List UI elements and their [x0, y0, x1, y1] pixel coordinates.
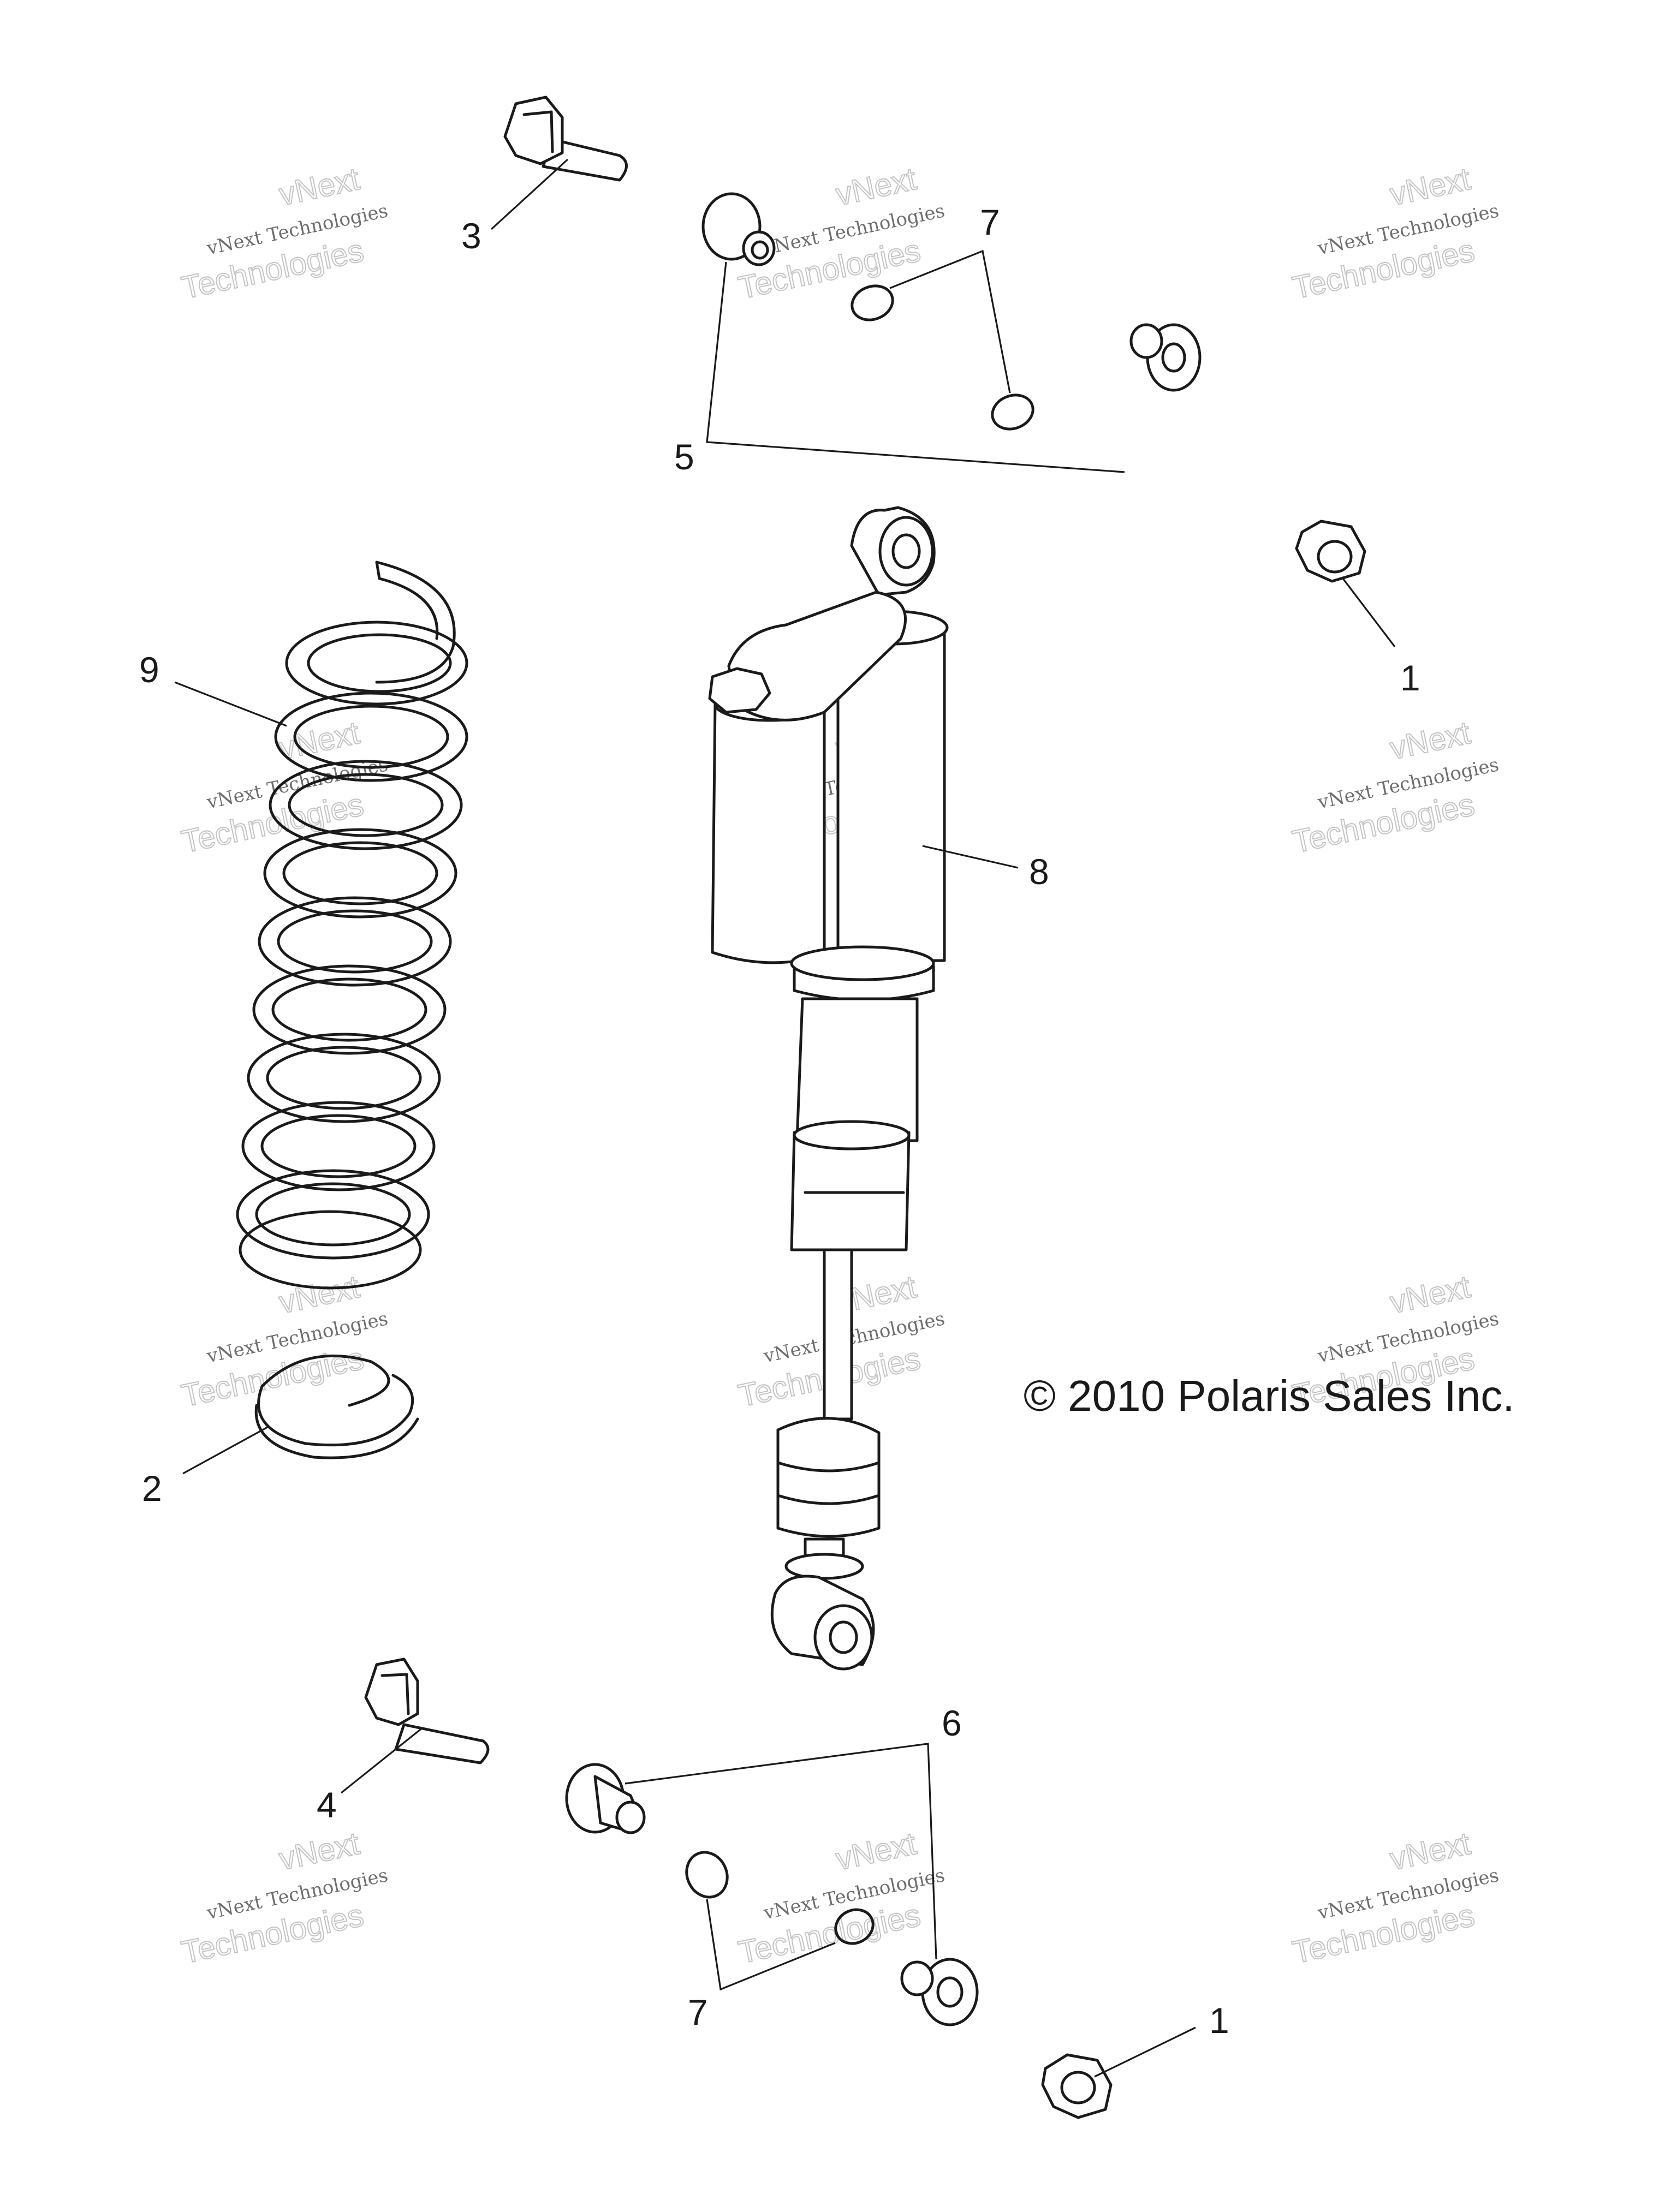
leader-9 — [174, 681, 287, 727]
callout-8: 8 — [1029, 851, 1049, 892]
nut-upper — [1295, 520, 1366, 583]
callout-3: 3 — [461, 216, 481, 256]
callout-1-bottom: 1 — [1209, 2000, 1229, 2041]
watermark: vNext vNext Technologies Technologies — [178, 160, 390, 306]
leader-1-top — [1342, 578, 1396, 647]
leader-4 — [341, 1726, 424, 1794]
svg-text:vNext: vNext — [832, 161, 919, 212]
callout-9: 9 — [139, 649, 159, 690]
callout-2: 2 — [142, 1468, 162, 1509]
bushing-lower-left — [565, 1763, 646, 1834]
washer-upper-1 — [851, 284, 894, 321]
svg-text:vNext: vNext — [1387, 1826, 1473, 1877]
leader-5 — [706, 261, 1125, 473]
bushing-upper-left — [701, 192, 776, 266]
svg-text:vNext: vNext — [276, 1269, 362, 1320]
watermark: vNext vNext Technologies Technologies — [1289, 160, 1501, 306]
leader-8 — [922, 845, 1019, 869]
shock-absorber — [708, 506, 949, 1671]
washer-lower-2 — [834, 1908, 875, 1945]
callout-7-bottom: 7 — [688, 1992, 708, 2032]
callout-5: 5 — [674, 437, 694, 477]
leader-7-top — [889, 249, 1011, 393]
svg-text:vNext: vNext — [276, 1826, 362, 1877]
bushing-lower-right — [900, 1958, 979, 2026]
callout-4: 4 — [317, 1785, 337, 1825]
coil-spring — [236, 561, 468, 1290]
leader-1-bottom — [1094, 2026, 1196, 2078]
bushing-upper-right — [1129, 323, 1202, 392]
bolt-lower — [364, 1657, 490, 1764]
svg-text:vNext: vNext — [832, 1826, 919, 1877]
callout-1-top: 1 — [1400, 658, 1420, 698]
watermark: vNext vNext Technologies Technologies — [1289, 1825, 1501, 1971]
leader-3 — [490, 158, 569, 230]
callout-6: 6 — [942, 1703, 962, 1743]
nut-lower — [1041, 2053, 1113, 2119]
leader-6 — [625, 1743, 937, 1960]
bolt-upper — [503, 96, 628, 182]
svg-text:vNext: vNext — [1387, 715, 1473, 766]
leader-7-bottom — [706, 1899, 836, 1991]
watermark: vNext vNext Technologies Technologies — [1289, 714, 1501, 860]
leader-2 — [182, 1426, 268, 1475]
watermark: vNext vNext Technologies Technologies — [735, 1825, 947, 1971]
svg-text:vNext: vNext — [1387, 161, 1473, 212]
svg-text:vNext: vNext — [276, 161, 362, 212]
washer-lower-1 — [685, 1851, 729, 1899]
callout-7-top: 7 — [980, 202, 1000, 242]
watermark: vNext vNext Technologies Technologies — [178, 1825, 390, 1971]
spring-retainer — [254, 1354, 419, 1459]
copyright-notice: © 2010 Polaris Sales Inc. — [1024, 1372, 1514, 1420]
washer-upper-2 — [991, 393, 1034, 431]
svg-text:vNext: vNext — [1387, 1269, 1473, 1320]
